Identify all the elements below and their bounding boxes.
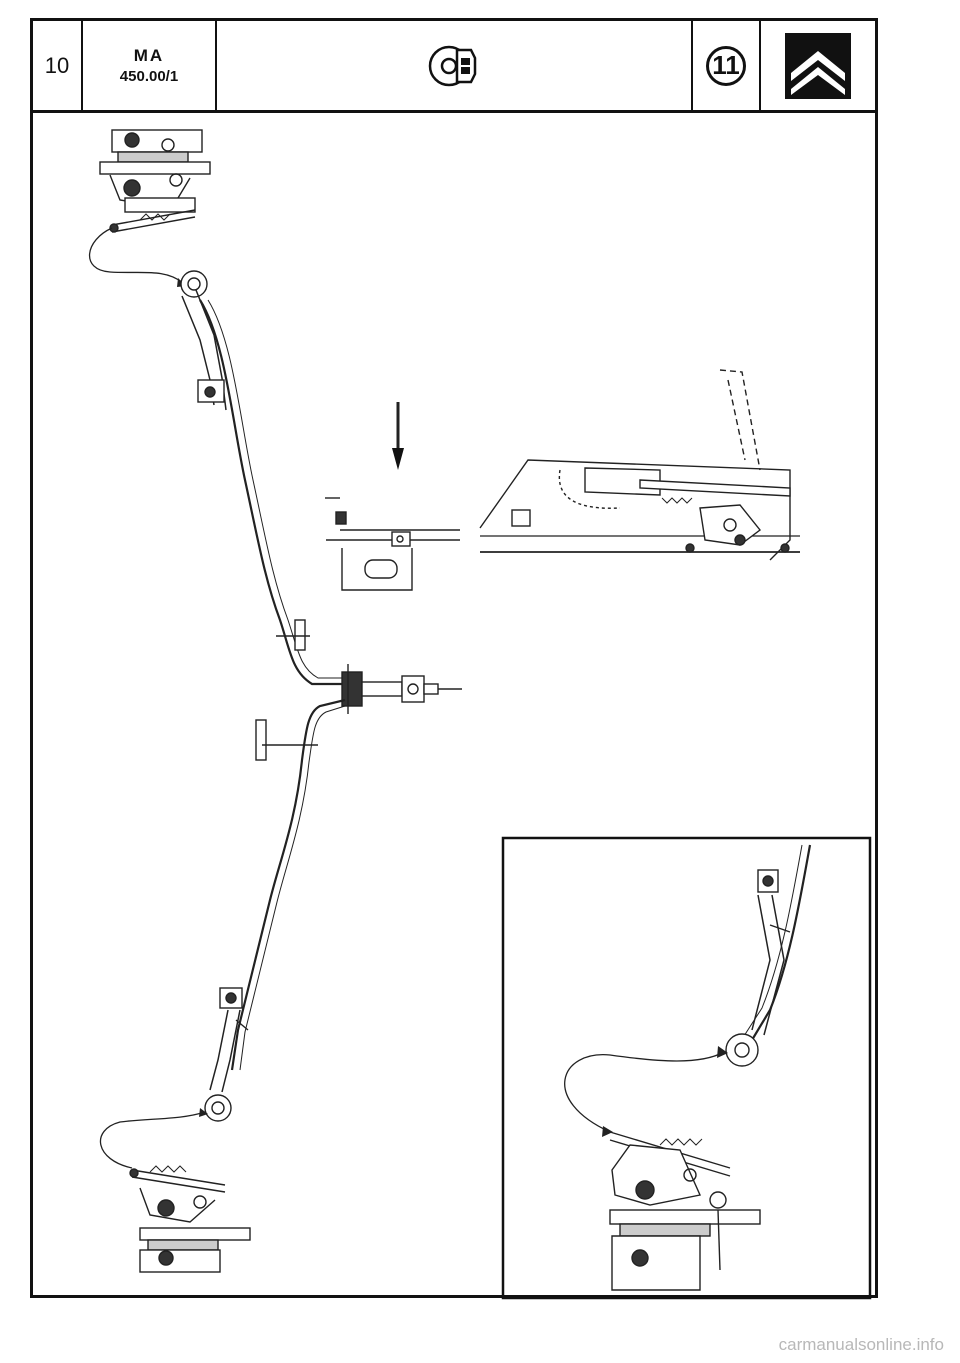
page-number: 10 bbox=[44, 52, 70, 78]
cable-equaliser-drawing bbox=[341, 664, 462, 714]
section-badge: 11 bbox=[706, 45, 746, 86]
section-number: 11 bbox=[712, 50, 740, 80]
page-header: 10 MA 450.00/1 11 bbox=[33, 21, 875, 113]
manual-reference-cell: MA 450.00/1 bbox=[83, 21, 217, 110]
upper-caliper-cable bbox=[88, 227, 184, 284]
citroen-logo-icon bbox=[785, 32, 851, 99]
upper-rear-caliper-drawing bbox=[99, 129, 211, 233]
page-frame: 10 MA 450.00/1 11 bbox=[30, 18, 878, 1298]
manual-code-line1: MA bbox=[133, 46, 165, 65]
page-number-cell: 10 bbox=[33, 21, 83, 110]
detail-inset-frame bbox=[501, 836, 872, 1300]
brake-disc-caliper-icon bbox=[428, 45, 477, 86]
cable-guide-bracket-drawing bbox=[325, 497, 460, 591]
rear-caliper-cable-detail-diagram bbox=[564, 844, 812, 1291]
manual-code-line2: 450.00/1 bbox=[119, 68, 179, 85]
brand-logo-cell bbox=[761, 21, 875, 110]
lower-caliper-cable bbox=[99, 1111, 206, 1169]
lower-rear-caliper-drawing bbox=[129, 1165, 251, 1273]
handbrake-lever-drawing bbox=[479, 369, 800, 561]
section-icon-cell bbox=[217, 21, 693, 110]
main-cable-sheath-upper bbox=[199, 299, 345, 686]
section-number-cell: 11 bbox=[693, 21, 761, 110]
main-cable-sheath-lower bbox=[230, 698, 346, 1071]
footer-watermark: carmanualsonline.info bbox=[778, 1335, 944, 1354]
